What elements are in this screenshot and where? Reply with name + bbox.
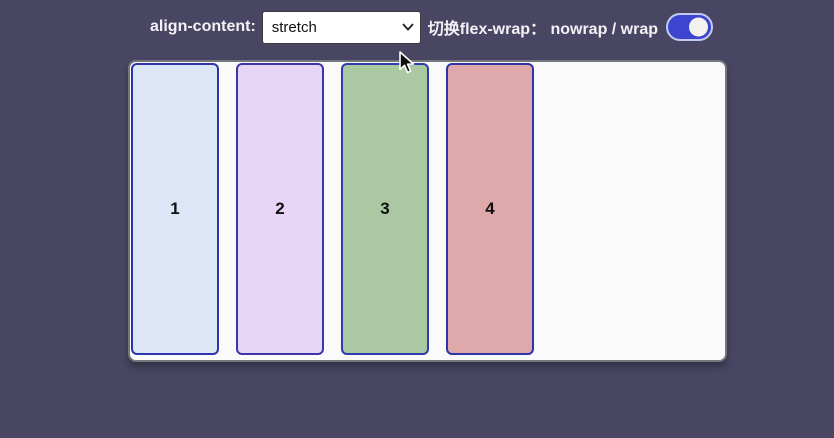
flex-item-4: 4 <box>446 63 534 355</box>
flex-demo-container: 1 2 3 4 <box>128 60 727 362</box>
align-content-select[interactable]: stretch <box>261 10 421 44</box>
flex-wrap-toggle-switch[interactable] <box>666 13 714 41</box>
align-content-label: align-content: <box>150 18 256 35</box>
flex-item-2-label: 2 <box>275 199 285 218</box>
flex-item-3-label: 3 <box>380 199 390 218</box>
flex-item-1-label: 1 <box>170 199 180 218</box>
flex-item-1: 1 <box>131 63 219 355</box>
flex-wrap-toggle-label: 切换flex-wrap： nowrap / wrap <box>427 21 659 38</box>
align-content-select-wrap: stretch <box>261 10 421 44</box>
flex-item-3: 3 <box>341 63 429 355</box>
toggle-knob <box>689 17 709 37</box>
flex-item-2: 2 <box>236 63 324 355</box>
flex-item-4-label: 4 <box>485 199 495 218</box>
controls-bar: align-content: stretch 切换flex-wrap： nowr… <box>150 10 714 44</box>
